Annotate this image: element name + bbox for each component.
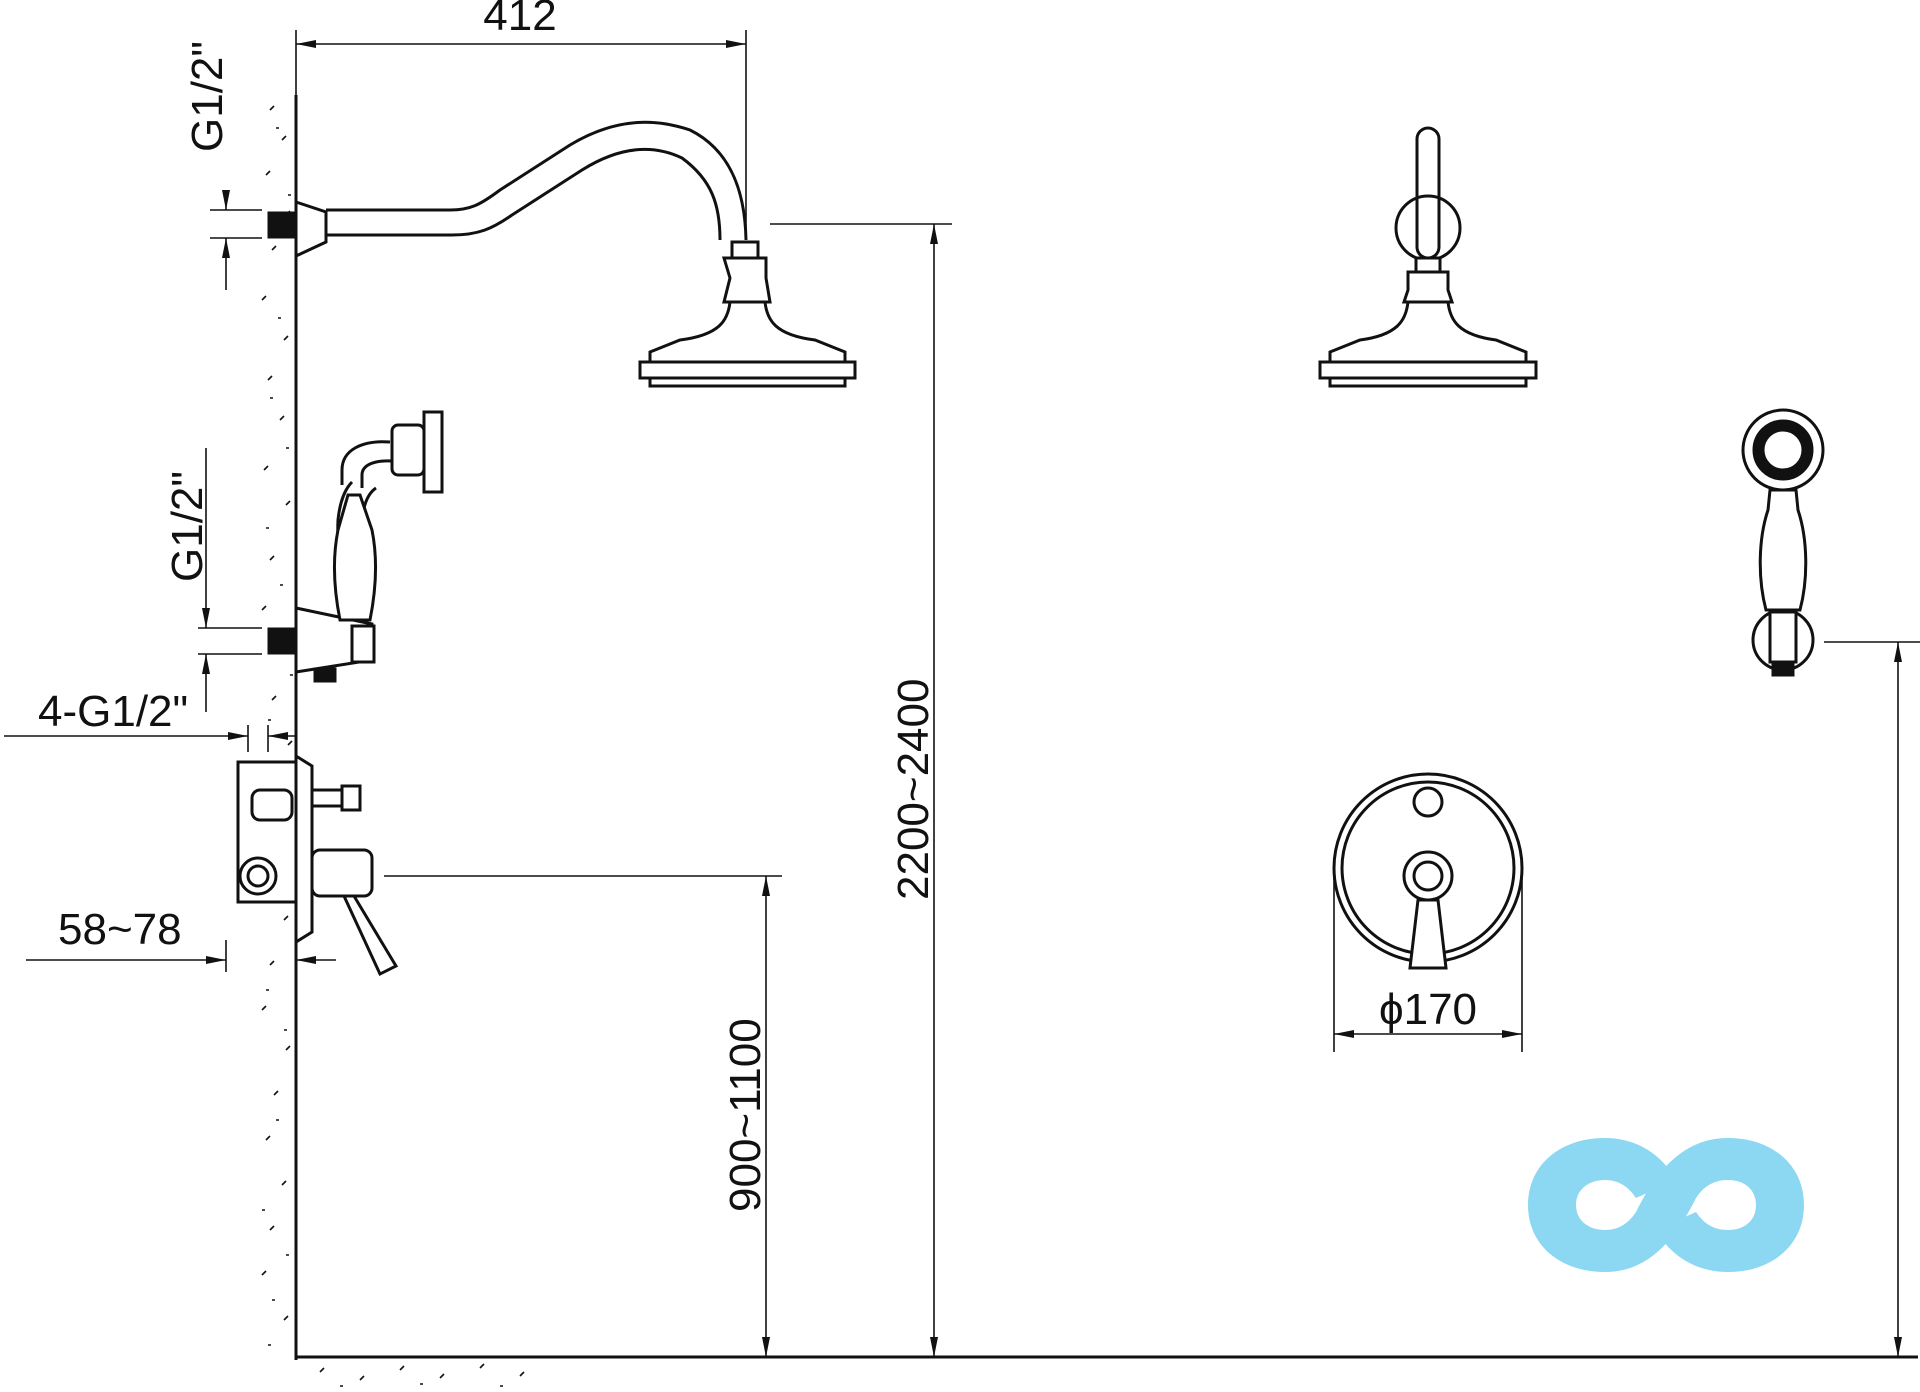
- dimension-shower-head-height-label: 2200~2400: [889, 679, 938, 900]
- dimension-hand-shower-height: [1824, 641, 1920, 1357]
- dimension-mixer-connections-label: 4-G1/2": [38, 687, 188, 736]
- dimension-arm-length-label: 412: [483, 0, 556, 40]
- dimension-top-thread: G1/2": [183, 41, 262, 290]
- mixer-side: [236, 753, 399, 977]
- hand-shower-front: [1741, 408, 1825, 677]
- mixer-front: [1332, 772, 1524, 970]
- dimension-wall-depth: 58~78: [26, 905, 336, 972]
- dimension-wall-depth-label: 58~78: [58, 905, 182, 954]
- hand-shower-side: [267, 410, 444, 683]
- dimension-hand-shower-thread-label: G1/2": [163, 471, 212, 582]
- wall: [261, 95, 298, 1360]
- shower-arm: [267, 120, 857, 388]
- wall-hatching: [261, 105, 293, 1346]
- dimension-mixer-height: 900~1100: [384, 875, 782, 1357]
- dimension-shower-head-height: 2200~2400: [770, 223, 952, 1357]
- shower-head-front: [1318, 126, 1538, 388]
- dimension-plate-diameter-label: ϕ170: [1379, 985, 1477, 1034]
- dimension-mixer-height-label: 900~1100: [721, 1018, 770, 1212]
- dimension-mixer-connections: 4-G1/2": [4, 687, 296, 752]
- infinity-logo: [1528, 1138, 1804, 1272]
- dimension-hand-shower-thread: G1/2": [163, 448, 262, 712]
- floor: [296, 1355, 1918, 1387]
- dimension-arm-length: 412: [295, 0, 747, 230]
- dimension-plate-diameter: ϕ170: [1333, 868, 1523, 1052]
- dimension-top-thread-label: G1/2": [183, 41, 232, 152]
